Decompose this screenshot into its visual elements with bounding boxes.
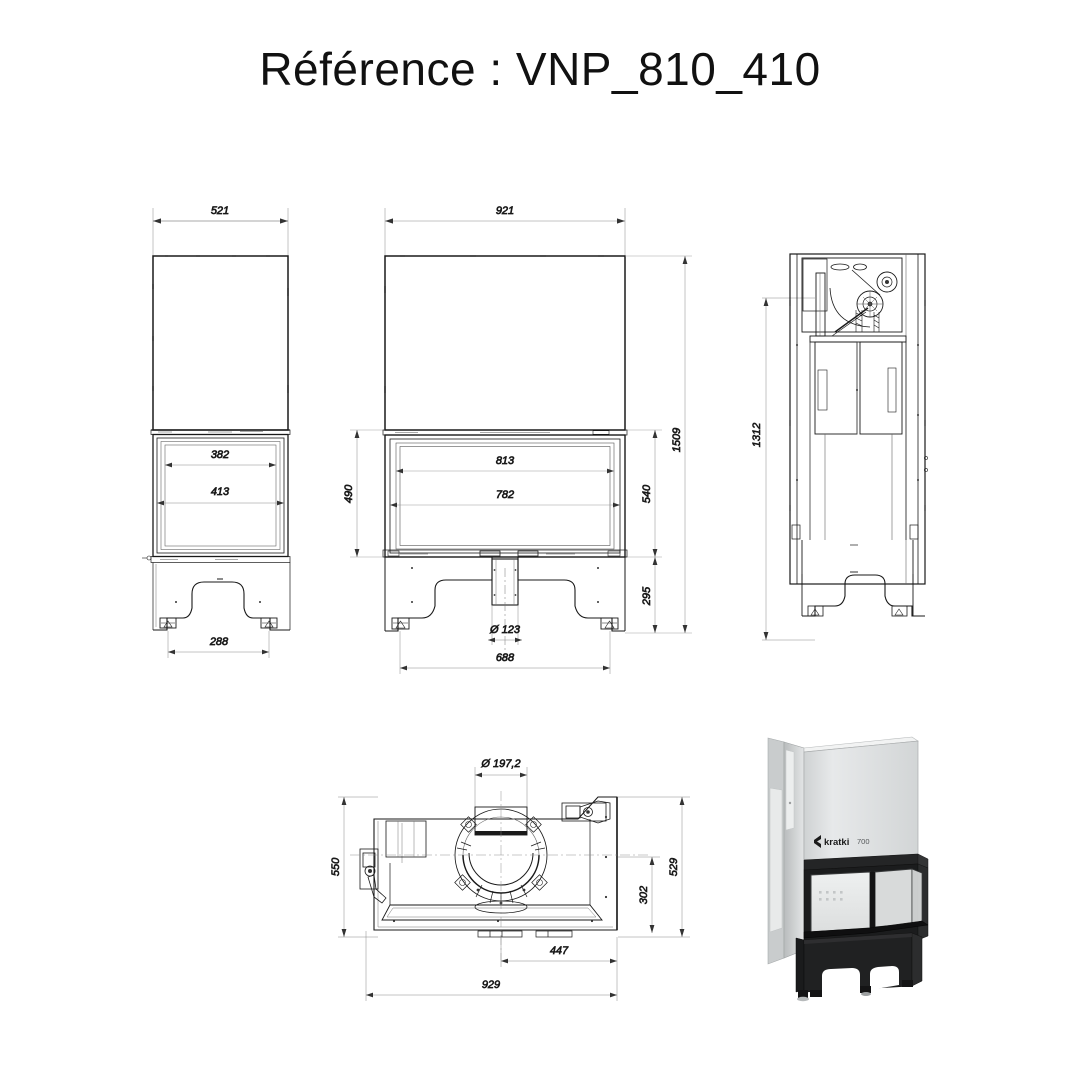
dim-plan-302: 302: [638, 886, 650, 904]
brand-logo-suffix: 700: [857, 837, 870, 846]
dim-plan-529: 529: [668, 858, 680, 876]
dim-side-1312: 1312: [751, 423, 763, 447]
product-photo: kratki 700: [752, 728, 952, 1008]
dim-front-921: 921: [496, 205, 514, 217]
dim-plan-929: 929: [482, 979, 500, 991]
dim-left-288: 288: [209, 636, 229, 648]
dim-plan-447: 447: [550, 945, 569, 957]
dim-front-540: 540: [641, 484, 653, 503]
dim-front-813: 813: [496, 455, 515, 467]
dim-left-413: 413: [211, 486, 230, 498]
dim-plan-550: 550: [330, 857, 342, 876]
view-plan: Ø 197,2 550 529: [330, 745, 710, 1020]
dim-front-1509: 1509: [671, 428, 683, 452]
dim-front-490: 490: [343, 484, 355, 503]
dim-front-688: 688: [496, 652, 515, 664]
view-left-elevation: 521: [120, 190, 330, 690]
page-title: Référence : VNP_810_410: [259, 43, 821, 95]
dim-left-382: 382: [211, 449, 229, 461]
dim-plan-flue-197: Ø 197,2: [480, 758, 520, 770]
view-front-elevation: 921: [340, 190, 710, 700]
brand-logo-text: kratki: [824, 837, 849, 848]
dim-front-flue-123: Ø 123: [489, 624, 521, 636]
dim-front-782: 782: [496, 489, 514, 501]
dim-front-295: 295: [641, 586, 653, 606]
view-side-section: 1312: [740, 240, 955, 650]
dim-left-521: 521: [211, 205, 229, 217]
